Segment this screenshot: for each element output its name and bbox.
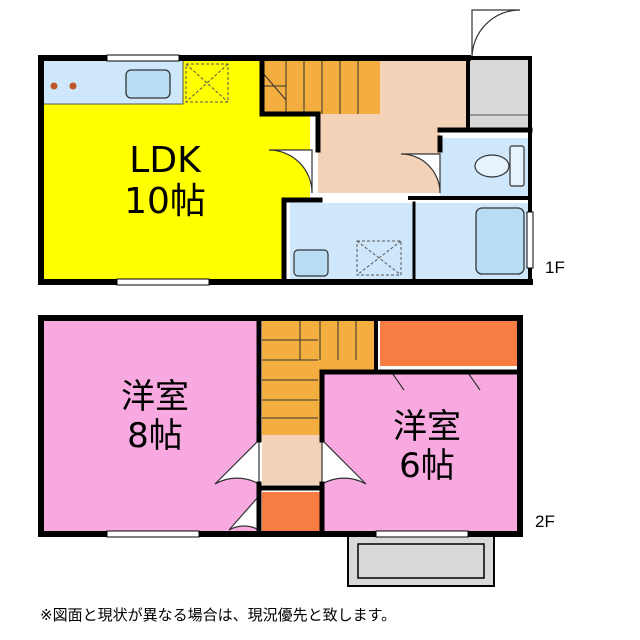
- ldk-size: 10帖: [124, 181, 206, 223]
- windows-1f: [106, 54, 534, 286]
- floor-2: [38, 315, 523, 587]
- walls-2f: [38, 315, 523, 537]
- bathtub-icon: [475, 207, 525, 275]
- bedroom-6-label: 洋室 6帖: [372, 407, 482, 487]
- windows-2f: [106, 530, 469, 538]
- bedroom-8-label: 洋室 8帖: [100, 377, 210, 457]
- hall-2f: [262, 435, 322, 485]
- ldk-name: LDK: [129, 140, 201, 181]
- closet-east: [380, 320, 520, 366]
- floor-2-tag: 2F: [535, 512, 555, 531]
- bedroom-6-name: 洋室: [393, 407, 461, 447]
- door-swing-2f: [214, 369, 481, 532]
- stairs-icon: [261, 60, 380, 114]
- bedroom-6: [324, 372, 520, 534]
- washbasin-icon: [293, 249, 329, 277]
- entrance: [468, 58, 530, 130]
- ldk-room: [41, 58, 310, 282]
- floor-1-tag: 1F: [545, 258, 565, 277]
- door-swing-icon: [268, 9, 521, 194]
- ldk-label: LDK 10帖: [110, 140, 220, 223]
- footnote: ※図面と現状が異なる場合は、現況優先と致します。: [40, 606, 397, 624]
- sink-icon: [125, 69, 171, 99]
- bedroom-8-size: 8帖: [127, 416, 183, 457]
- bedroom-8-name: 洋室: [121, 377, 189, 417]
- closet-small: [262, 492, 320, 534]
- bedroom-6-size: 6帖: [399, 446, 455, 487]
- stove-icon: [50, 82, 77, 90]
- fridge-space-icon: [185, 63, 229, 103]
- toilet-icon: [474, 145, 525, 187]
- washer-space-icon: [356, 240, 402, 276]
- floor-1: [38, 9, 534, 286]
- bedroom-8: [41, 318, 259, 534]
